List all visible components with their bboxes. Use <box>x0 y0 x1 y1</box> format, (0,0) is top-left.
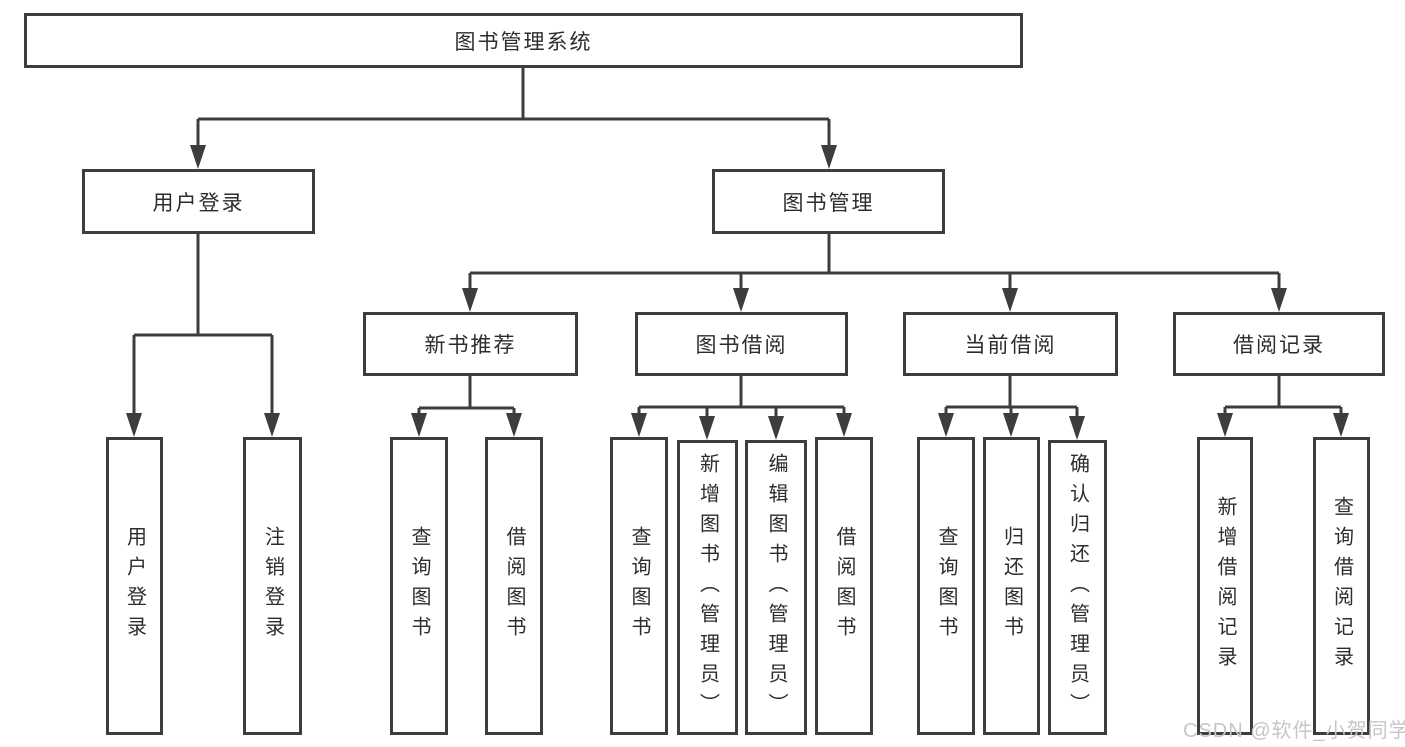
leaf-add-books-admin-label: 新增图书（管理员） <box>696 452 719 723</box>
leaf-newbook-query-books: 查询图书 <box>390 437 448 735</box>
arrowhead-nb-borrow <box>506 413 522 437</box>
arrowhead-cb-return <box>1003 413 1019 437</box>
leaf-logout-label: 注销登录 <box>261 526 284 646</box>
arrowhead-currentborrow <box>1002 288 1018 312</box>
arrowhead-bb-edit <box>768 416 784 440</box>
arrowhead-br-add <box>1217 413 1233 437</box>
leaf-logout: 注销登录 <box>243 437 302 735</box>
node-book-management: 图书管理 <box>712 169 945 234</box>
arrowhead-nb-query <box>411 413 427 437</box>
node-current-borrow: 当前借阅 <box>903 312 1118 376</box>
node-borrow-records: 借阅记录 <box>1173 312 1385 376</box>
arrowhead-bookmgmt <box>821 145 837 169</box>
leaf-query-borrow-record: 查询借阅记录 <box>1313 437 1370 735</box>
leaf-newbook-borrow-books: 借阅图书 <box>485 437 543 735</box>
leaf-add-borrow-record: 新增借阅记录 <box>1197 437 1253 735</box>
arrowhead-cb-confirm <box>1069 416 1085 440</box>
arrowhead-bb-add <box>699 416 715 440</box>
connector-borrowrecord-to-leaves <box>1223 376 1343 418</box>
node-new-book-recommend: 新书推荐 <box>363 312 578 376</box>
connector-bookborrow-to-leaves <box>637 376 846 421</box>
node-borrow-records-label: 借阅记录 <box>1233 334 1325 357</box>
arrowheads <box>126 145 1349 440</box>
leaf-return-books-label: 归还图书 <box>1000 526 1023 646</box>
node-root: 图书管理系统 <box>24 13 1023 68</box>
connector-userlogin-to-leaves <box>132 233 274 418</box>
arrowhead-ul-logout <box>264 413 280 437</box>
leaf-newbook-borrow-books-label: 借阅图书 <box>503 526 525 646</box>
leaf-confirm-return-admin: 确认归还（管理员） <box>1048 440 1107 735</box>
leaf-borrow-query-books: 查询图书 <box>610 437 668 735</box>
node-user-login: 用户登录 <box>82 169 315 234</box>
node-current-borrow-label: 当前借阅 <box>964 334 1057 357</box>
leaf-user-login: 用户登录 <box>106 437 163 735</box>
leaf-edit-books-admin: 编辑图书（管理员） <box>745 440 807 735</box>
leaf-edit-books-admin-label: 编辑图书（管理员） <box>765 452 787 723</box>
leaf-newbook-query-books-label: 查询图书 <box>408 526 430 646</box>
leaf-confirm-return-admin-label: 确认归还（管理员） <box>1066 452 1089 723</box>
arrowhead-bookborrow <box>733 288 749 312</box>
node-book-borrow-label: 图书借阅 <box>695 334 788 357</box>
leaf-add-borrow-record-label: 新增借阅记录 <box>1214 496 1236 676</box>
arrowhead-borrowrecord <box>1271 288 1287 312</box>
leaf-query-borrow-record-label: 查询借阅记录 <box>1330 496 1353 676</box>
arrowhead-bb-borrow <box>836 413 852 437</box>
connector-currentborrow-to-leaves <box>944 376 1079 421</box>
leaf-borrow-query-books-label: 查询图书 <box>628 526 650 646</box>
node-book-borrow: 图书借阅 <box>635 312 848 376</box>
arrowhead-br-query <box>1333 413 1349 437</box>
connector-root-to-level2 <box>196 68 831 150</box>
arrowhead-cb-query <box>938 413 954 437</box>
node-new-book-recommend-label: 新书推荐 <box>424 334 517 357</box>
leaf-user-login-label: 用户登录 <box>123 526 146 646</box>
leaf-borrow-borrow-books-label: 借阅图书 <box>833 526 855 646</box>
arrowhead-ul-login <box>126 413 142 437</box>
arrowhead-bb-query <box>631 413 647 437</box>
leaf-current-query-books: 查询图书 <box>917 437 975 735</box>
leaf-add-books-admin: 新增图书（管理员） <box>677 440 738 735</box>
arrowhead-newbook <box>462 288 478 312</box>
node-root-label: 图书管理系统 <box>454 30 593 54</box>
node-user-login-label: 用户登录 <box>152 191 245 215</box>
leaf-current-query-books-label: 查询图书 <box>935 526 957 646</box>
leaf-return-books: 归还图书 <box>983 437 1040 735</box>
csdn-watermark: CSDN @软件_小贺同学 <box>1183 720 1405 742</box>
connector-bookmgmt-to-level3 <box>468 233 1281 292</box>
arrowhead-userlogin <box>190 145 206 169</box>
node-book-management-label: 图书管理 <box>782 191 875 215</box>
connector-newbook-to-leaves <box>417 376 516 418</box>
leaf-borrow-borrow-books: 借阅图书 <box>815 437 873 735</box>
